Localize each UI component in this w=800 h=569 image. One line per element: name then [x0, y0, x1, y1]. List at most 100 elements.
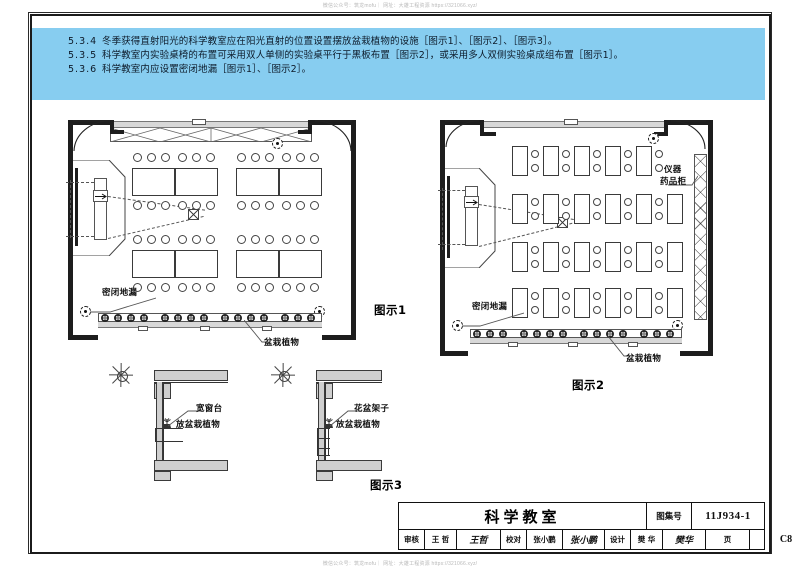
viewing-arrow-icon [95, 193, 107, 200]
seat [531, 260, 539, 268]
potted-plant [101, 314, 109, 322]
note-item: 5.3.4 冬季获得直射阳光的科学教室应在阳光直射的位置设置摆放盆栽植物的设施［… [32, 35, 765, 49]
viewing-arrow-icon [466, 199, 478, 206]
sightline-dashed-left2 [438, 244, 465, 245]
potted-plant [546, 330, 554, 338]
seat [251, 235, 260, 244]
checker-name: 张小鹏 [527, 530, 563, 549]
seat [296, 201, 305, 210]
seat [133, 201, 142, 210]
seat [593, 306, 601, 314]
lab-desk [512, 146, 528, 176]
window-mullion [200, 326, 210, 331]
seat [531, 198, 539, 206]
seat [593, 246, 601, 254]
seat [624, 292, 632, 300]
door-swing-right-icon [314, 120, 352, 152]
lab-desk [512, 288, 528, 318]
seat [265, 235, 274, 244]
designer-name: 樊 华 [631, 530, 663, 549]
flower-rack-left-post [317, 428, 319, 456]
door-jamb-right2 [298, 130, 312, 134]
seat [147, 153, 156, 162]
seat [296, 153, 305, 162]
lab-desk [543, 242, 559, 272]
lab-desk [543, 146, 559, 176]
note-item: 5.3.5 科学教室内实验桌椅的布置可采用双人单侧的实验桌平行于黑板布置［图示2… [32, 49, 765, 63]
lab-desk [605, 194, 621, 224]
window-mullion [138, 326, 148, 331]
label-wide-sill: 宽窗台 [196, 404, 223, 414]
sightline-dashed-left2 [66, 236, 94, 237]
wide-sill-line [163, 384, 164, 462]
title-block-bottom-row: 审核 王 哲 王哲 校对 张小鹏 张小鹏 设计 樊 华 樊华 页 C8 [399, 530, 792, 549]
door-jamb-left [480, 120, 484, 136]
checker-label: 校对 [501, 530, 527, 549]
top-window-band [110, 121, 312, 128]
label-flower-pot-rack: 花盆架子 [354, 404, 390, 414]
lab-desk [574, 146, 590, 176]
lab-desk [667, 288, 683, 318]
lab-desk [236, 168, 279, 196]
figure-2-plan: 仪器 药品柜 [436, 119, 726, 364]
flower-rack-leader-line [330, 410, 362, 427]
potted-plant [114, 314, 122, 322]
top-truss-bracing-icon [110, 128, 312, 142]
seat [531, 212, 539, 220]
seat [161, 283, 170, 292]
note-number: 5.3.5 [68, 50, 98, 61]
seat [310, 235, 319, 244]
seat [251, 283, 260, 292]
seat [655, 260, 663, 268]
blackboard [447, 176, 450, 258]
label-potted-plants: 盆栽植物 [264, 338, 300, 348]
seat [593, 150, 601, 158]
potted-plant [187, 314, 195, 322]
potted-plant [127, 314, 135, 322]
potted-plant [174, 314, 182, 322]
wide-sill-bottom [155, 441, 183, 443]
atlas-number-label: 图集号 [647, 503, 692, 530]
seat [624, 212, 632, 220]
wide-sill-leader-line [168, 410, 202, 427]
wall-bottom-left [440, 351, 468, 356]
lab-desk [574, 242, 590, 272]
seat [192, 201, 201, 210]
window-glazing [318, 382, 325, 460]
designer-signature: 樊华 [663, 530, 706, 549]
note-number: 5.3.6 [68, 64, 98, 75]
reviewer-signature: 王哲 [457, 530, 501, 549]
focus-point-x-icon [188, 209, 199, 220]
label-place-potted-plants: 放盆栽植物 [176, 420, 221, 430]
lab-desk [636, 194, 652, 224]
seat [282, 201, 291, 210]
drawing-name: 科学教室 [399, 503, 647, 530]
door-jamb-left2 [480, 132, 496, 136]
wall-top-right [668, 120, 713, 125]
label-potted-plants: 盆栽植物 [626, 354, 662, 364]
title-block-top-row: 科学教室 图集号 11J934-1 [399, 503, 764, 531]
window-mullion [568, 342, 578, 347]
potted-plant [161, 314, 169, 322]
floor-drain-top-right [272, 138, 283, 149]
figure-3-right-detail: 花盆架子 放盆栽植物 [244, 360, 414, 481]
lab-desk [175, 250, 218, 278]
label-floor-drain: 密闭地漏 [102, 288, 138, 298]
door-jamb-right2 [654, 132, 668, 136]
demo-bench [465, 186, 478, 246]
potted-plant [666, 330, 674, 338]
notes-band: 5.3.4 冬季获得直射阳光的科学教室应在阳光直射的位置设置摆放盆栽植物的设施［… [32, 28, 765, 100]
checker-signature: 张小鹏 [563, 530, 605, 549]
label-floor-drain: 密闭地漏 [472, 302, 508, 312]
seat [531, 150, 539, 158]
flower-rack-shelf [317, 428, 330, 430]
seat [310, 153, 319, 162]
wall-right [708, 120, 713, 356]
door-swing-right-icon [670, 120, 706, 150]
seat [282, 283, 291, 292]
blackboard-dashed-edge [442, 188, 443, 250]
note-item: 5.3.6 科学教室内应设置密闭地漏［图示1］、［图示2］。 [32, 63, 765, 77]
potted-plant [520, 330, 528, 338]
lab-desk [574, 194, 590, 224]
